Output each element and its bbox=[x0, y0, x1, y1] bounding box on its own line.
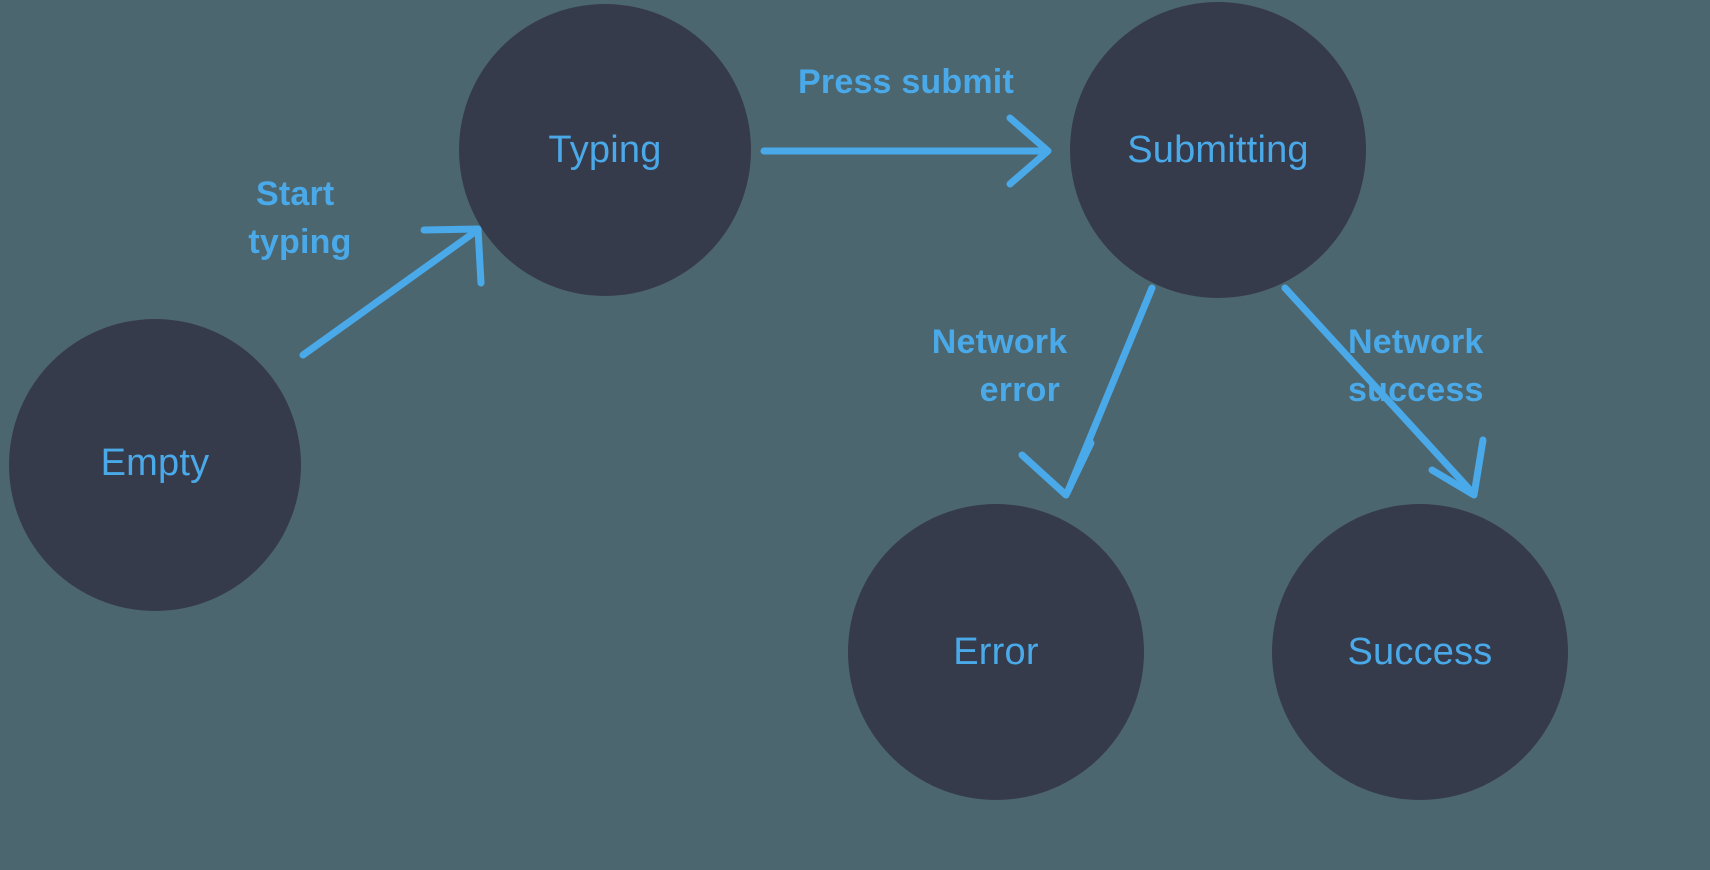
edge-start-typing-arrowhead bbox=[420, 225, 485, 287]
edge-network-success-line bbox=[1281, 284, 1475, 495]
edge-network-success-label-line-2: success bbox=[1348, 371, 1484, 409]
state-node-submitting-circle[interactable] bbox=[1070, 2, 1366, 298]
edge-network-error-arrowhead bbox=[1018, 439, 1095, 499]
state-node-success[interactable]: Success bbox=[1272, 504, 1568, 800]
edge-start-typing-label-line-2: typing bbox=[248, 223, 351, 261]
edge-network-success-label-line-1: Network bbox=[1348, 323, 1484, 361]
edge-press-submit-label-line-1: Press submit bbox=[798, 63, 1014, 101]
state-node-typing-label: Typing bbox=[548, 129, 661, 171]
edge-network-error-label-line-2: error bbox=[980, 371, 1060, 409]
edge-network-error-label-line-1: Network bbox=[932, 323, 1068, 361]
state-node-submitting[interactable]: Submitting bbox=[1070, 2, 1366, 298]
edge-network-success-arrowhead bbox=[1428, 436, 1487, 499]
state-node-typing-circle[interactable] bbox=[459, 4, 751, 296]
edge-network-success: Network success bbox=[1281, 284, 1493, 499]
edge-press-submit-arrowhead bbox=[1006, 114, 1052, 188]
state-node-error-circle[interactable] bbox=[848, 504, 1144, 800]
state-node-submitting-label: Submitting bbox=[1127, 129, 1309, 171]
state-node-success-label: Success bbox=[1347, 631, 1492, 673]
edge-start-typing: Start typing bbox=[248, 175, 485, 359]
edge-start-typing-label: Start typing bbox=[248, 175, 351, 261]
state-node-error[interactable]: Error bbox=[848, 504, 1144, 800]
edge-network-success-label: Network success bbox=[1348, 323, 1493, 409]
edge-network-error-label: Network error bbox=[932, 323, 1077, 409]
state-node-empty-label: Empty bbox=[101, 442, 210, 484]
edge-press-submit: Press submit bbox=[760, 63, 1052, 188]
state-node-empty[interactable]: Empty bbox=[9, 319, 301, 611]
state-node-typing[interactable]: Typing bbox=[459, 4, 751, 296]
edge-network-error: Network error bbox=[932, 284, 1156, 499]
state-node-empty-circle[interactable] bbox=[9, 319, 301, 611]
state-node-success-circle[interactable] bbox=[1272, 504, 1568, 800]
edge-press-submit-label: Press submit bbox=[798, 63, 1014, 101]
edge-start-typing-label-line-1: Start bbox=[256, 175, 334, 213]
edge-start-typing-line bbox=[299, 230, 476, 359]
state-node-error-label: Error bbox=[953, 631, 1039, 673]
